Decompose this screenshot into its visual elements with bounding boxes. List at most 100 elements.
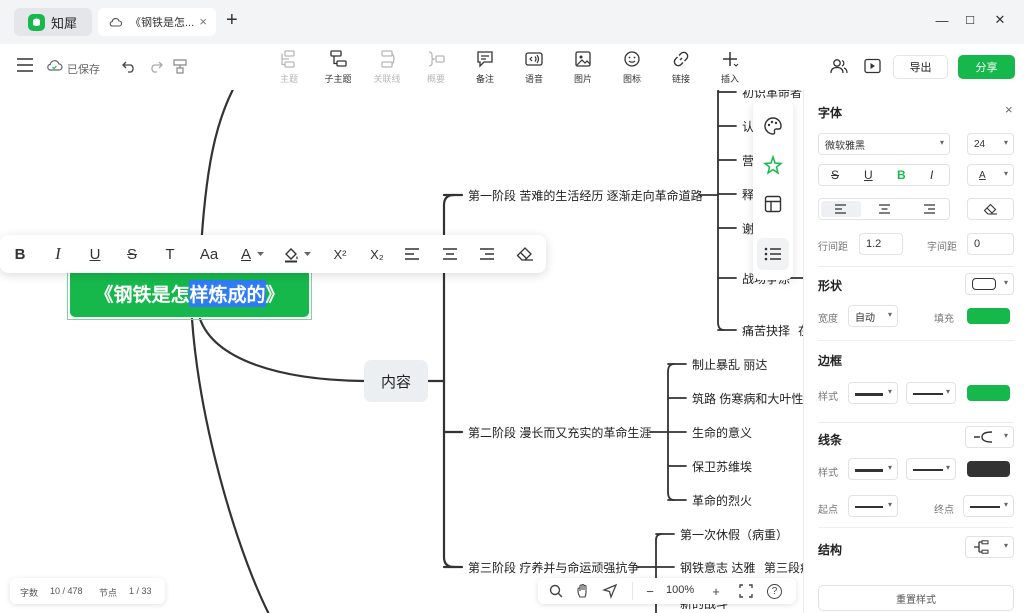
stage3-child[interactable]: 钢铁意志 达雅 [680,561,756,575]
search-icon[interactable] [548,583,564,599]
mindmap-canvas[interactable]: 《钢铁是怎样炼成的》 内容 第一阶段 苦难的生活经历 逐渐走向革命道路 第二阶段… [0,90,803,613]
stage2-child[interactable]: 生命的意义 [692,426,753,440]
width-select[interactable]: 自动▾ [848,305,898,327]
outline-view-button[interactable] [757,238,789,270]
new-tab-button[interactable]: + [226,9,238,31]
bold-button[interactable]: B [14,245,26,263]
underline-button[interactable]: U [89,245,101,263]
stage1-node[interactable]: 第一阶段 苦难的生活经历 逐渐走向革命道路 [468,189,703,203]
font-color-button[interactable]: A [240,245,251,263]
close-panel-icon[interactable]: × [1005,102,1013,117]
line-color-swatch[interactable] [967,461,1010,477]
stage2-child[interactable]: 筑路 伤寒病和大叶性肺 [692,392,803,406]
border-dash-select[interactable]: ▾ [906,382,956,404]
stage1-child[interactable]: 初识革命者 [742,90,803,100]
undo-icon[interactable] [122,59,137,73]
close-tab-icon[interactable]: × [199,14,207,29]
document-tab[interactable]: 《钢铁是怎... × [98,8,216,36]
connector-type-select[interactable]: ▾ [965,426,1014,448]
export-button[interactable]: 导出 [893,55,948,79]
line-dash-select[interactable]: ▾ [906,458,956,480]
line-start-select[interactable]: ▾ [848,495,898,517]
clear-format-eraser-icon[interactable] [516,246,534,262]
strikethrough-button[interactable]: S [126,245,137,263]
border-color-swatch[interactable] [967,385,1010,401]
share-button[interactable]: 分享 [958,55,1015,79]
reset-style-button[interactable]: 重置样式 [818,585,1014,611]
tool-image[interactable]: 图片 [561,50,605,85]
minimize-button[interactable]: — [935,12,949,28]
subscript-button[interactable]: X₂ [370,246,384,262]
format-painter-icon[interactable] [172,58,188,74]
strike-toggle[interactable]: S [831,168,840,182]
stage2-child[interactable]: 革命的烈火 [692,494,753,508]
align-right-icon[interactable] [923,204,936,214]
clear-style-button[interactable] [967,198,1014,220]
tool-subtopic[interactable]: 子主题 [316,50,360,85]
superscript-button[interactable]: X² [333,246,347,262]
stage3-child[interactable]: 第一次休假（病重） [680,528,789,542]
tool-relation-line[interactable]: 关联线 [365,50,409,85]
font-family-select[interactable]: 微软雅黑▾ [818,133,950,155]
tool-emoji[interactable]: 图标 [610,50,654,85]
fit-screen-icon[interactable] [738,583,754,599]
shape-select[interactable]: ▾ [965,273,1014,295]
tool-note[interactable]: 备注 [463,50,507,85]
magic-style-icon[interactable] [763,155,783,175]
align-left-option[interactable] [821,201,861,217]
collaborators-icon[interactable] [830,58,848,74]
align-center-icon[interactable] [442,247,458,261]
stage2-child[interactable]: 制止暴乱 丽达 [692,358,768,372]
font-color-dropdown-icon[interactable] [257,252,264,257]
align-center-icon[interactable] [878,204,891,214]
palette-icon[interactable] [763,116,783,136]
stage2-node[interactable]: 第二阶段 漫长而又充实的革命生涯 [468,426,652,440]
content-node[interactable]: 内容 [364,360,428,402]
menu-icon[interactable] [16,57,34,73]
zoom-out-button[interactable]: − [646,583,654,599]
tool-summary[interactable]: 概要 [414,50,458,85]
tool-insert[interactable]: 插入 [708,50,752,85]
border-weight-select[interactable]: ▾ [848,382,898,404]
tool-link[interactable]: 链接 [659,50,703,85]
stage1-child[interactable]: 营 [742,154,755,168]
help-button[interactable]: ? [767,584,782,599]
root-topic-node[interactable]: 《钢铁是怎样炼成的》 [67,266,312,320]
underline-toggle[interactable]: U [864,168,873,182]
zoom-in-button[interactable]: + [712,583,720,599]
stage1-child[interactable]: 痛苦抉择 [742,324,791,338]
fill-color-swatch[interactable] [967,308,1010,324]
hand-pan-icon[interactable] [575,583,591,599]
font-size-select[interactable]: 24▾ [967,133,1014,155]
close-window-button[interactable]: ✕ [994,12,1006,27]
app-home-tab[interactable]: 知犀 [14,8,92,36]
stage2-child[interactable]: 保卫苏维埃 [692,460,753,474]
italic-button[interactable]: I [55,244,61,263]
char-spacing-input[interactable]: 0 [967,233,1014,255]
stage3-child[interactable]: 第三段疗 [764,561,803,575]
redo-icon[interactable] [148,59,163,73]
layout-icon[interactable] [763,194,783,214]
stage3-node[interactable]: 第三阶段 疗养并与命运顽强抗争 [468,561,640,575]
navigate-arrow-icon[interactable] [602,583,618,599]
stage1-child[interactable]: 认 [742,120,755,134]
line-spacing-input[interactable]: 1.2 [859,233,903,255]
structure-select[interactable]: ▾ [965,536,1014,558]
text-case-button[interactable]: Aa [199,245,219,263]
align-right-icon[interactable] [479,247,495,261]
maximize-button[interactable]: ☐ [965,14,975,27]
text-color-select[interactable]: A▾ [967,164,1014,186]
bold-toggle[interactable]: B [897,168,906,182]
line-weight-select[interactable]: ▾ [848,458,898,480]
root-topic-text[interactable]: 《钢铁是怎样炼成的》 [70,269,309,317]
stage1-child[interactable]: 释 [742,188,755,202]
presentation-play-icon[interactable] [864,58,881,74]
text-style-button[interactable]: T [165,245,175,263]
highlight-bucket-icon[interactable] [283,246,300,263]
highlight-dropdown-icon[interactable] [304,252,311,257]
italic-toggle[interactable]: I [930,168,934,182]
line-end-select[interactable]: ▾ [963,495,1014,517]
stage1-child[interactable]: 谢 [742,222,755,236]
tool-voice[interactable]: 语音 [512,50,556,85]
tool-topic[interactable]: 主题 [267,50,311,85]
